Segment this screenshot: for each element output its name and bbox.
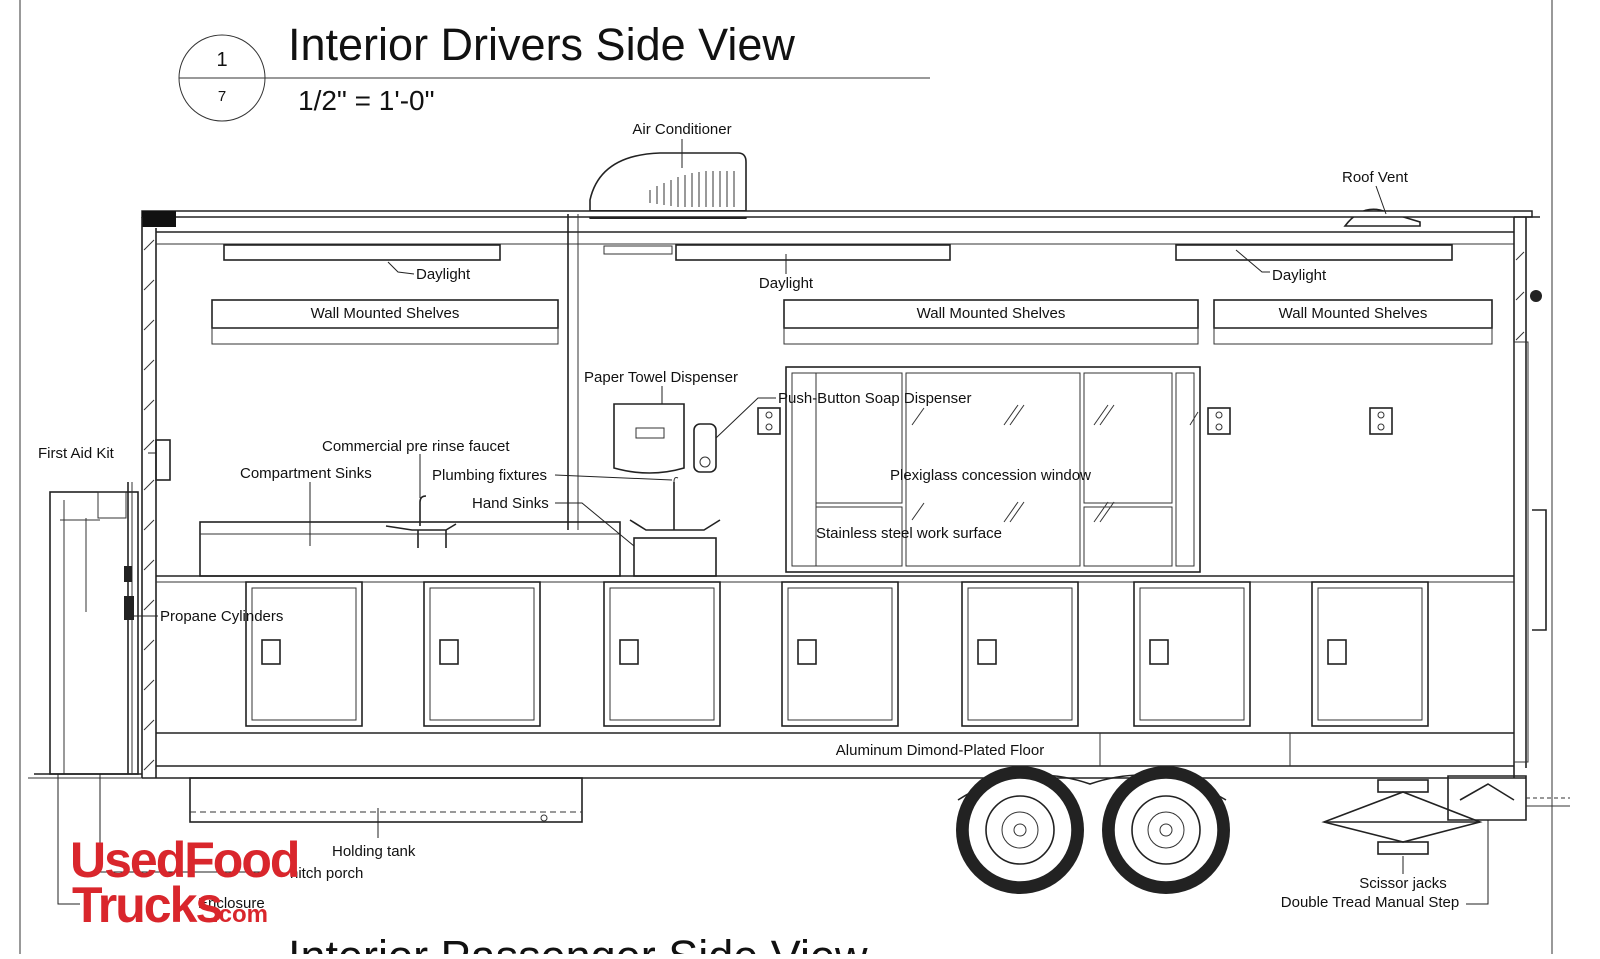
label-shelves-3: Wall Mounted Shelves [1279,305,1428,322]
electrical-outlets [757,407,1393,435]
paper-towel-dispenser [613,403,685,474]
cabinet-door [961,581,1079,727]
wheel-front [956,766,1084,894]
logo-suffix: .com [212,901,268,928]
daylight-fixture-2 [675,244,951,261]
leader-lines [57,139,1489,905]
first-aid-kit [155,439,171,481]
label-enclosure: Enclosure [198,895,265,912]
label-plumbing: Plumbing fixtures [432,467,547,484]
concession-window [785,366,1201,573]
label-propane: Propane Cylinders [160,608,283,625]
compartment-sinks [199,495,621,577]
roof-vent [1343,208,1421,227]
air-conditioner-unit [589,152,747,219]
label-compartment-sinks: Compartment Sinks [240,465,372,482]
hand-sink [629,477,721,577]
cabinet-door [603,581,721,727]
outlet-1 [757,407,781,435]
label-scissor-jacks: Scissor jacks [1359,875,1447,892]
outlet-3 [1369,407,1393,435]
sheet-number: 1 [216,49,227,71]
label-floor: Aluminum Dimond-Plated Floor [836,742,1044,759]
daylight-fixtures [223,244,1453,261]
propane-enclosure [28,482,142,779]
label-air-conditioner: Air Conditioner [632,121,731,138]
outlet-2 [1207,407,1231,435]
scissor-jack [1321,779,1483,855]
callout-labels: Air Conditioner Roof Vent Daylight Dayli… [38,121,1459,912]
holding-tank [189,777,583,823]
label-daylight-2: Daylight [759,275,814,292]
label-soap: Push-Button Soap Dispenser [778,390,971,407]
cabinet-door [1133,581,1251,727]
label-holding-tank: Holding tank [332,843,416,860]
daylight-fixture-3 [1175,244,1453,261]
label-step: Double Tread Manual Step [1281,894,1459,911]
drawing-title: Interior Drivers Side View [288,19,795,70]
label-shelves-2: Wall Mounted Shelves [917,305,1066,322]
label-paper-towel: Paper Towel Dispenser [584,369,738,386]
next-drawing-title: Interior Passenger Side View [288,931,868,954]
title-block: 1 7 Interior Drivers Side View 1/2" = 1'… [178,19,930,122]
cabinet-doors [245,581,1429,727]
wall-shelves [211,299,1493,345]
manual-step [1447,775,1570,821]
label-hitch-porch: hitch porch [290,865,363,882]
used-food-trucks-logo: UsedFood Trucks .com [70,832,300,933]
label-roof-vent: Roof Vent [1342,169,1409,186]
sheet-total: 7 [218,88,226,105]
label-window: Plexiglass concession window [890,467,1091,484]
soap-dispenser [693,423,717,473]
cabinet-door [781,581,899,727]
label-daylight-1: Daylight [416,266,471,283]
wheel-rear [1102,766,1230,894]
logo-line-2: Trucks [72,877,221,933]
label-work-surface: Stainless steel work surface [816,525,1002,542]
trailer-body [141,210,1547,779]
wheel-assembly [956,766,1230,894]
propane-cylinder-top [97,491,127,519]
daylight-fixture-1 [223,244,501,261]
pre-rinse-faucet [419,495,427,526]
logo-line-1: UsedFood [70,832,298,888]
cabinet-door [1311,581,1429,727]
label-daylight-3: Daylight [1272,267,1327,284]
cabinet-door [245,581,363,727]
label-faucet: Commercial pre rinse faucet [322,438,510,455]
drawing-scale: 1/2" = 1'-0" [298,85,435,116]
label-hand-sinks: Hand Sinks [472,495,549,512]
cabinet-door [423,581,541,727]
propane-cylinder [124,596,134,620]
label-first-aid: First Aid Kit [38,445,115,462]
label-shelves-1: Wall Mounted Shelves [311,305,460,322]
